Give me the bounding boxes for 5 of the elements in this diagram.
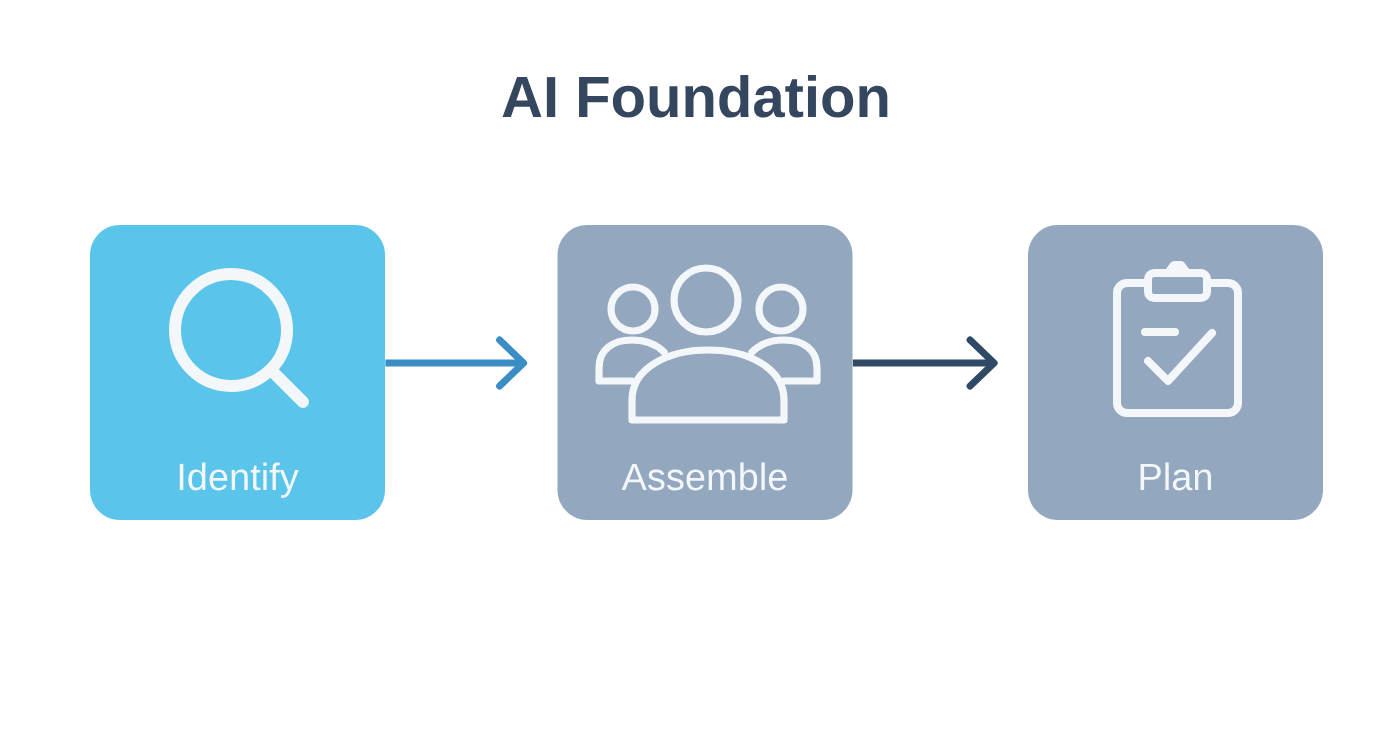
arrow [852, 336, 998, 390]
process-box: Plan [1028, 225, 1323, 520]
process-box: Identify [90, 225, 385, 520]
process-box: Assemble [557, 225, 853, 520]
title: AI Foundation [502, 75, 888, 118]
